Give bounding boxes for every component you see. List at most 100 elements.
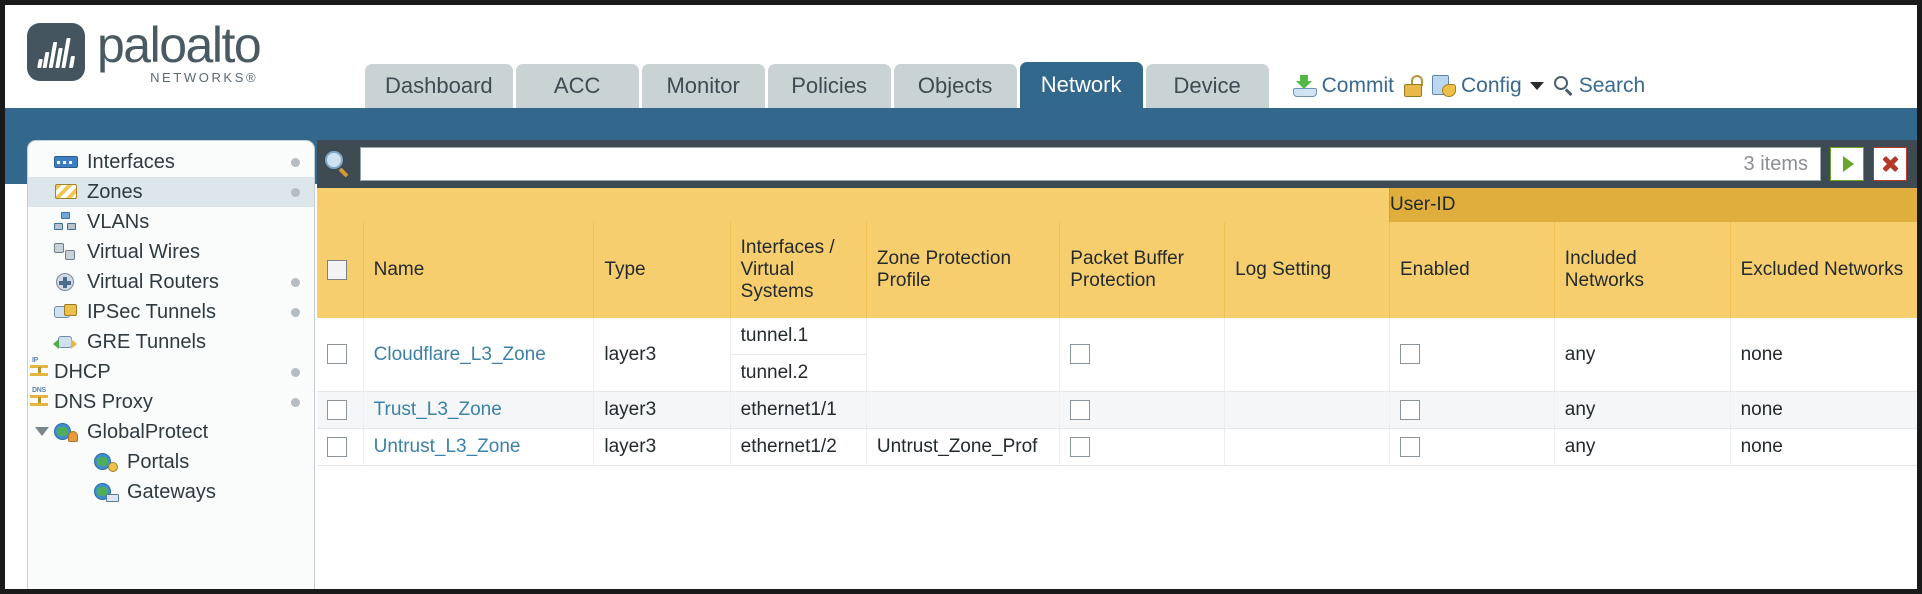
cell-userid-enabled (1388, 391, 1555, 429)
sidebar-item-gre-tunnels[interactable]: GRE Tunnels (28, 327, 314, 357)
zone-link[interactable]: Trust_L3_Zone (373, 399, 502, 420)
collapse-triangle-icon[interactable] (35, 427, 49, 436)
tab-monitor[interactable]: Monitor (641, 64, 765, 108)
tab-dashboard[interactable]: Dashboard (365, 64, 513, 108)
search-label: Search (1578, 74, 1646, 97)
row-select-cell (317, 428, 364, 466)
status-dot (291, 398, 300, 407)
sidebar-item-label: Gateways (127, 480, 216, 503)
cell-packet-buffer-protection (1059, 318, 1225, 392)
apply-filter-icon[interactable] (1830, 147, 1864, 181)
cell-type: layer3 (593, 391, 731, 429)
cell-excluded-networks: none (1729, 318, 1917, 392)
row-checkbox[interactable] (327, 436, 347, 457)
cell-type: layer3 (593, 428, 731, 466)
cell-packet-buffer-protection (1059, 391, 1225, 429)
sidebar-item-label: GlobalProtect (87, 420, 209, 443)
zone-link[interactable]: Untrust_L3_Zone (373, 436, 521, 457)
cell-included-networks: any (1553, 318, 1731, 392)
packet-buffer-protection-checkbox[interactable] (1070, 436, 1091, 457)
portals-icon (94, 452, 118, 472)
userid-enabled-checkbox[interactable] (1399, 399, 1420, 420)
sidebar-item-label: Interfaces (87, 150, 175, 173)
tab-policies[interactable]: Policies (767, 64, 891, 108)
tab-device[interactable]: Device (1145, 64, 1269, 108)
cell-name: Trust_L3_Zone (362, 391, 594, 429)
cell-zone-protection-profile (865, 391, 1060, 429)
cell-excluded-networks: none (1729, 391, 1917, 429)
cell-interfaces: ethernet1/1 (729, 391, 867, 429)
sidebar-item-virtual-routers[interactable]: Virtual Routers (28, 267, 314, 297)
sidebar-item-zones[interactable]: Zones (28, 177, 314, 207)
column-header-excluded-networks[interactable]: Excluded Networks (1729, 222, 1917, 318)
column-header-packet-buffer-protection[interactable]: Packet Buffer Protection (1059, 222, 1225, 318)
sidebar-item-dhcp[interactable]: IP DHCP (28, 357, 314, 387)
sidebar-item-globalprotect[interactable]: GlobalProtect (28, 417, 314, 447)
sidebar-item-dns-proxy[interactable]: DNS DNS Proxy (28, 387, 314, 417)
zones-table-container: User-ID Name Type Interfaces / Virtual S… (317, 188, 1917, 589)
brand-name: paloalto (97, 17, 262, 73)
interface-entry: tunnel.2 (730, 354, 866, 391)
sidebar-item-ipsec-tunnels[interactable]: IPSec Tunnels (28, 297, 314, 327)
tab-acc[interactable]: ACC (515, 64, 639, 108)
sidebar-item-gateways[interactable]: Gateways (28, 477, 314, 507)
sidebar-item-virtual-wires[interactable]: Virtual Wires (28, 237, 314, 267)
userid-enabled-checkbox[interactable] (1399, 436, 1420, 457)
ipsec-tunnels-icon (54, 302, 78, 322)
tab-network[interactable]: Network (1019, 62, 1143, 108)
interfaces-icon (54, 152, 78, 172)
tab-objects[interactable]: Objects (893, 64, 1017, 108)
cell-name: Untrust_L3_Zone (362, 428, 594, 466)
row-checkbox[interactable] (327, 399, 347, 420)
column-header-enabled[interactable]: Enabled (1388, 222, 1555, 318)
zone-link[interactable]: Cloudflare_L3_Zone (373, 343, 546, 365)
group-header-userid: User-ID (1388, 188, 1917, 222)
column-header-name[interactable]: Name (362, 222, 594, 318)
column-header-zone-protection-profile[interactable]: Zone Protection Profile (865, 222, 1060, 318)
column-header-included-networks[interactable]: Included Networks (1553, 222, 1731, 318)
cell-log-setting (1224, 318, 1390, 392)
packet-buffer-protection-checkbox[interactable] (1070, 399, 1091, 420)
column-header-log-setting[interactable]: Log Setting (1224, 222, 1390, 318)
header-actions: Commit Config Search (1292, 74, 1646, 108)
sidebar-item-vlans[interactable]: VLANs (28, 207, 314, 237)
interface-entry: tunnel.1 (740, 325, 809, 346)
column-header-interfaces[interactable]: Interfaces / Virtual Systems (729, 222, 867, 318)
search-button[interactable]: Search (1553, 74, 1646, 98)
brand-subtitle: NETWORKS® (150, 70, 259, 85)
table-row[interactable]: Trust_L3_Zone layer3 ethernet1/1 (317, 391, 1917, 429)
cell-zone-protection-profile (865, 318, 1060, 392)
row-select-cell (317, 318, 364, 392)
search-magnifier-icon[interactable] (325, 151, 351, 178)
zones-icon (54, 182, 78, 202)
commit-button[interactable]: Commit (1292, 74, 1394, 98)
main-tabs: Dashboard ACC Monitor Policies Objects N… (365, 62, 1269, 108)
clear-filter-icon[interactable] (1873, 147, 1907, 181)
padlock-icon (1403, 75, 1423, 97)
search-input[interactable]: 3 items (360, 147, 1821, 181)
filter-toolbar: 3 items (317, 140, 1917, 188)
sidebar-item-label: Virtual Wires (87, 240, 200, 263)
commit-icon (1292, 75, 1317, 97)
cell-type: layer3 (593, 318, 731, 392)
row-checkbox[interactable] (327, 344, 347, 365)
config-menu[interactable]: Config (1431, 74, 1544, 98)
sidebar-item-portals[interactable]: Portals (28, 447, 314, 477)
row-select-cell (317, 391, 364, 429)
config-icon (1431, 75, 1456, 97)
table-row[interactable]: Untrust_L3_Zone layer3 ethernet1/2 Untru… (317, 428, 1917, 466)
group-header-spacer (317, 188, 1390, 222)
search-icon (1553, 76, 1574, 96)
config-label: Config (1460, 74, 1522, 97)
sidebar-item-interfaces[interactable]: Interfaces (28, 147, 314, 177)
table-row[interactable]: Cloudflare_L3_Zone layer3 tunnel.1 tunne… (317, 318, 1917, 392)
select-all-checkbox[interactable] (327, 259, 347, 280)
packet-buffer-protection-checkbox[interactable] (1070, 344, 1091, 365)
cell-interfaces: ethernet1/2 (729, 428, 867, 466)
column-header-type[interactable]: Type (593, 222, 731, 318)
sidebar-item-label: Portals (127, 450, 190, 473)
sidebar-item-label: IPSec Tunnels (87, 300, 216, 323)
lock-button[interactable] (1403, 75, 1423, 97)
sidebar-item-label: GRE Tunnels (87, 330, 206, 353)
userid-enabled-checkbox[interactable] (1399, 344, 1420, 365)
